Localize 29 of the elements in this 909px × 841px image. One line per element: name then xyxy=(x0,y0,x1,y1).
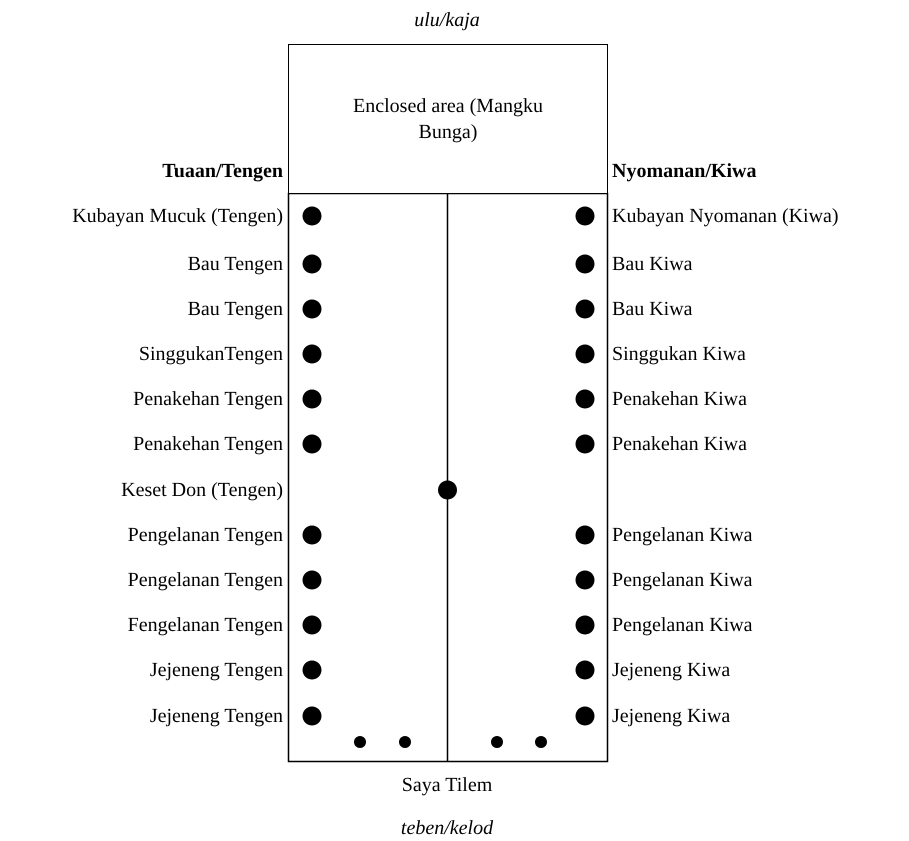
seat-label: Penakehan Tengen xyxy=(133,432,283,456)
seat-label: Fengelanan Tengen xyxy=(128,613,283,637)
seat-label: Bau Tengen xyxy=(188,297,283,321)
side-heading: Nyomanan/Kiwa xyxy=(612,159,756,183)
side-heading: Tuaan/Tengen xyxy=(162,159,283,183)
seat-label: Pengelanan Kiwa xyxy=(612,568,753,592)
seat-label: Singgukan Kiwa xyxy=(612,342,746,366)
seat-label: Jejeneng Kiwa xyxy=(612,704,730,728)
seat-label: Pengelanan Tengen xyxy=(128,523,283,547)
seat-label: Pengelanan Kiwa xyxy=(612,613,753,637)
seat-label: Bau Tengen xyxy=(188,252,283,276)
enclosed-area-box: Enclosed area (Mangku Bunga) xyxy=(288,44,608,194)
seat-label: Keset Don (Tengen) xyxy=(121,478,283,502)
seat-label: Penakehan Tengen xyxy=(133,387,283,411)
seat-label: Jejeneng Kiwa xyxy=(612,658,730,682)
seat-label: Bau Kiwa xyxy=(612,252,693,276)
area-label: Saya Tilem xyxy=(402,773,492,797)
seat-label: Jejeneng Tengen xyxy=(150,704,283,728)
direction-label: teben/kelod xyxy=(400,816,494,840)
seat-label: SinggukanTengen xyxy=(138,342,283,366)
seat-label: Bau Kiwa xyxy=(612,297,693,321)
seat-label: Penakehan Kiwa xyxy=(612,432,747,456)
seat-label: Kubayan Nyomanan (Kiwa) xyxy=(612,204,839,228)
seat-label: Pengelanan Tengen xyxy=(128,568,283,592)
direction-label: ulu/kaja xyxy=(414,8,480,32)
seat-label: Pengelanan Kiwa xyxy=(612,523,753,547)
seat-label: Jejeneng Tengen xyxy=(150,658,283,682)
seat-label: Penakehan Kiwa xyxy=(612,387,747,411)
seat-label: Kubayan Mucuk (Tengen) xyxy=(72,204,283,228)
